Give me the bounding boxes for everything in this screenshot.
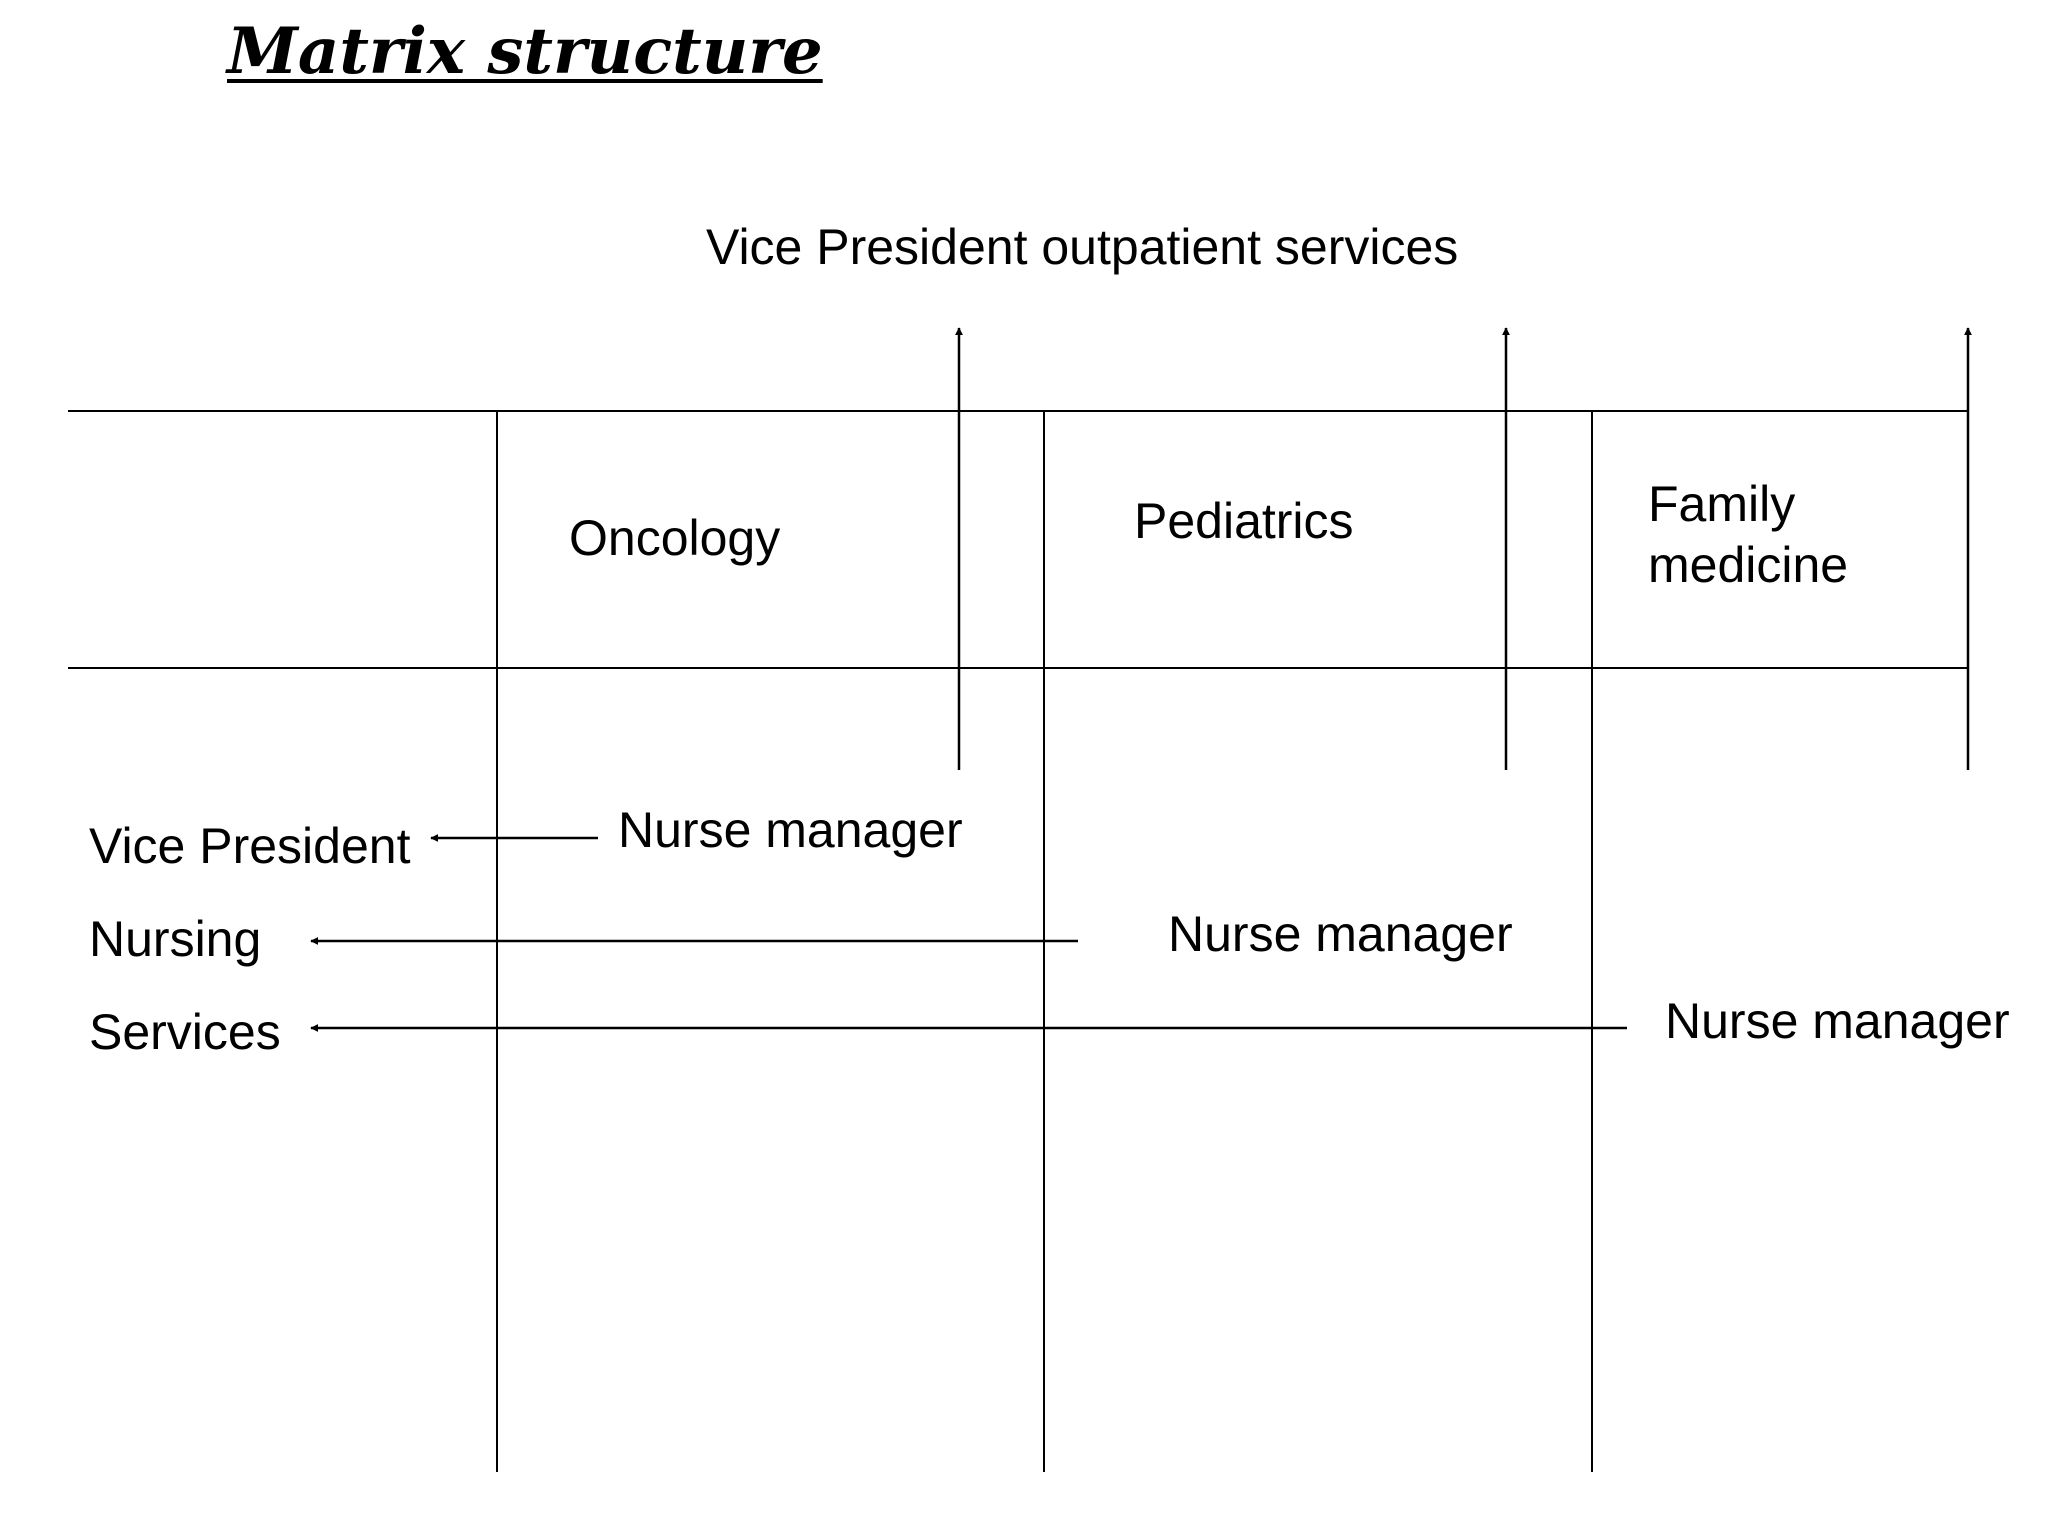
page-title: Matrix structure bbox=[227, 14, 823, 89]
top-executive-label: Vice President outpatient services bbox=[706, 219, 1459, 275]
left-executive-line1: Vice President bbox=[89, 818, 411, 874]
department-pediatrics-label: Pediatrics bbox=[1134, 493, 1354, 549]
left-executive-line3: Services bbox=[89, 1004, 281, 1060]
left-executive-line2: Nursing bbox=[89, 911, 262, 967]
department-oncology-label: Oncology bbox=[569, 510, 781, 566]
department-family-medicine-line2: medicine bbox=[1648, 537, 1849, 593]
nurse-manager-family-medicine: Nurse manager bbox=[1665, 993, 2010, 1049]
nurse-manager-oncology: Nurse manager bbox=[618, 802, 963, 858]
department-family-medicine-line1: Family bbox=[1648, 476, 1796, 532]
department-family-medicine-label: Family medicine bbox=[1648, 474, 1848, 596]
nurse-manager-pediatrics: Nurse manager bbox=[1168, 906, 1513, 962]
